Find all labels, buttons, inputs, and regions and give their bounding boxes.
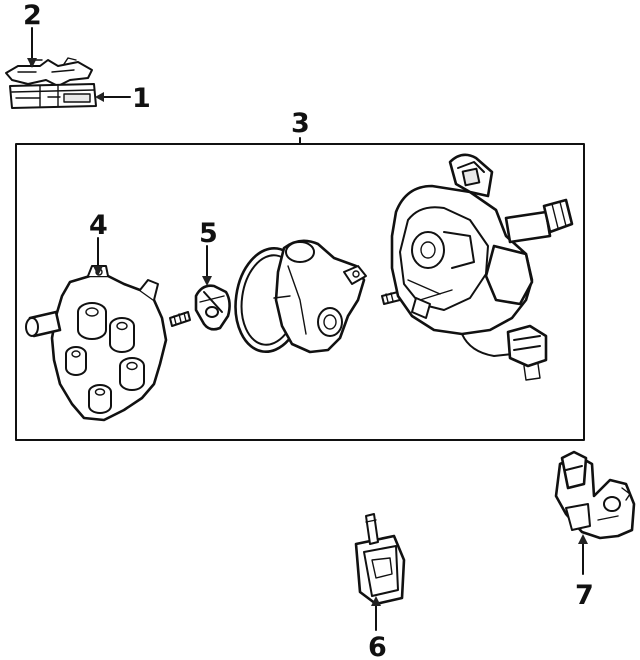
arrowhead-7 [578,534,588,544]
distributor-body [390,153,574,381]
arrowhead-5 [202,276,212,286]
callout-5: 5 [199,218,218,249]
callout-6: 6 [368,632,387,660]
arrowhead-4 [93,266,103,276]
part-6-module [354,513,406,606]
callout-4: 4 [89,210,108,241]
arrowhead-1 [95,92,104,102]
arrowhead-6 [371,596,381,606]
callout-1: 1 [132,83,151,114]
part-4-distributor-cap [25,265,168,422]
housing-cover [273,239,367,354]
callout-2: 2 [23,0,42,31]
part-7-sensor [554,450,636,540]
part-2-bracket [5,57,93,87]
part-5-rotor [194,284,231,331]
callout-3: 3 [291,108,310,139]
part-1-igniter [9,83,97,109]
callout-7: 7 [575,580,594,611]
arrowhead-2 [27,58,37,68]
cap-screw [169,311,191,327]
